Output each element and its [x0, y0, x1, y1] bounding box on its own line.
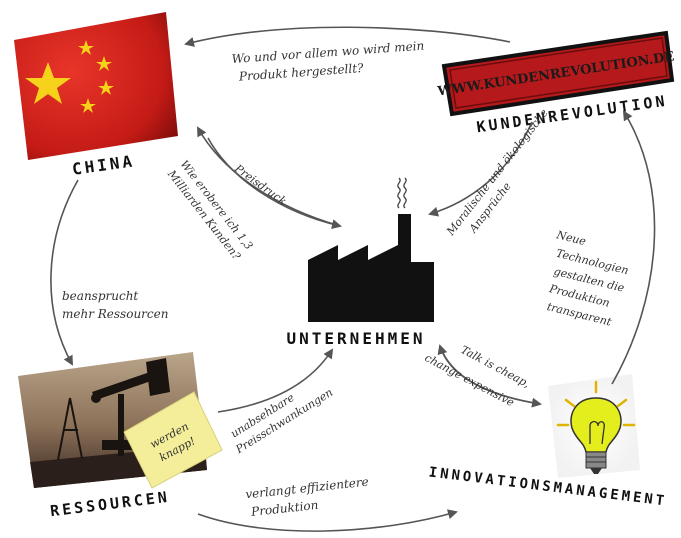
smoke-icon	[397, 177, 407, 209]
node-innovationsmanagement-label: INNOVATIONSMANAGEMENT	[428, 464, 668, 509]
arrow-innovation-to-kundenrev	[611, 110, 656, 385]
edge-label-wo-hergestellt: Wo und vor allem wo wird mein Produkt he…	[231, 38, 429, 84]
node-china-label: CHINA	[71, 151, 136, 179]
edge-label-preisdruck: Preisdruck	[231, 161, 289, 208]
light-bulb-icon	[548, 374, 640, 478]
arrow-kundenrev-to-china	[184, 26, 511, 47]
arrow-kundenrev-to-unternehmen	[428, 121, 533, 217]
flag-star-icons	[25, 40, 114, 113]
china-flag-image	[14, 12, 178, 160]
edge-label-effizientere: verlangt effizientere Produktion	[245, 474, 375, 519]
edge-label-preisschwankungen: unabsehbare Preisschwankungen	[224, 372, 335, 456]
node-unternehmen-label: UNTERNEHMEN	[287, 329, 426, 348]
arrow-china-to-ressourcen	[50, 179, 79, 366]
factory-icon	[308, 177, 434, 322]
edge-label-beansprucht: beansprucht mehr Ressourcen	[62, 289, 168, 321]
arrow-china-to-unternehmen	[207, 137, 342, 230]
arrow-innovation-to-unternehmen	[437, 344, 541, 405]
edge-label-technologien: Neue Technologien gestalten die Produkti…	[537, 228, 638, 331]
sticky-note: werden knapp!	[123, 391, 223, 489]
edge-label-talk: Talk is cheap, change expensive	[423, 330, 535, 413]
node-ressourcen-label: RESSOURCEN	[49, 488, 171, 521]
arrow-ressourcen-to-unternehmen	[217, 348, 334, 413]
arrow-unternehmen-to-china	[197, 126, 341, 227]
arrow-ressourcen-to-innovation	[197, 509, 458, 532]
